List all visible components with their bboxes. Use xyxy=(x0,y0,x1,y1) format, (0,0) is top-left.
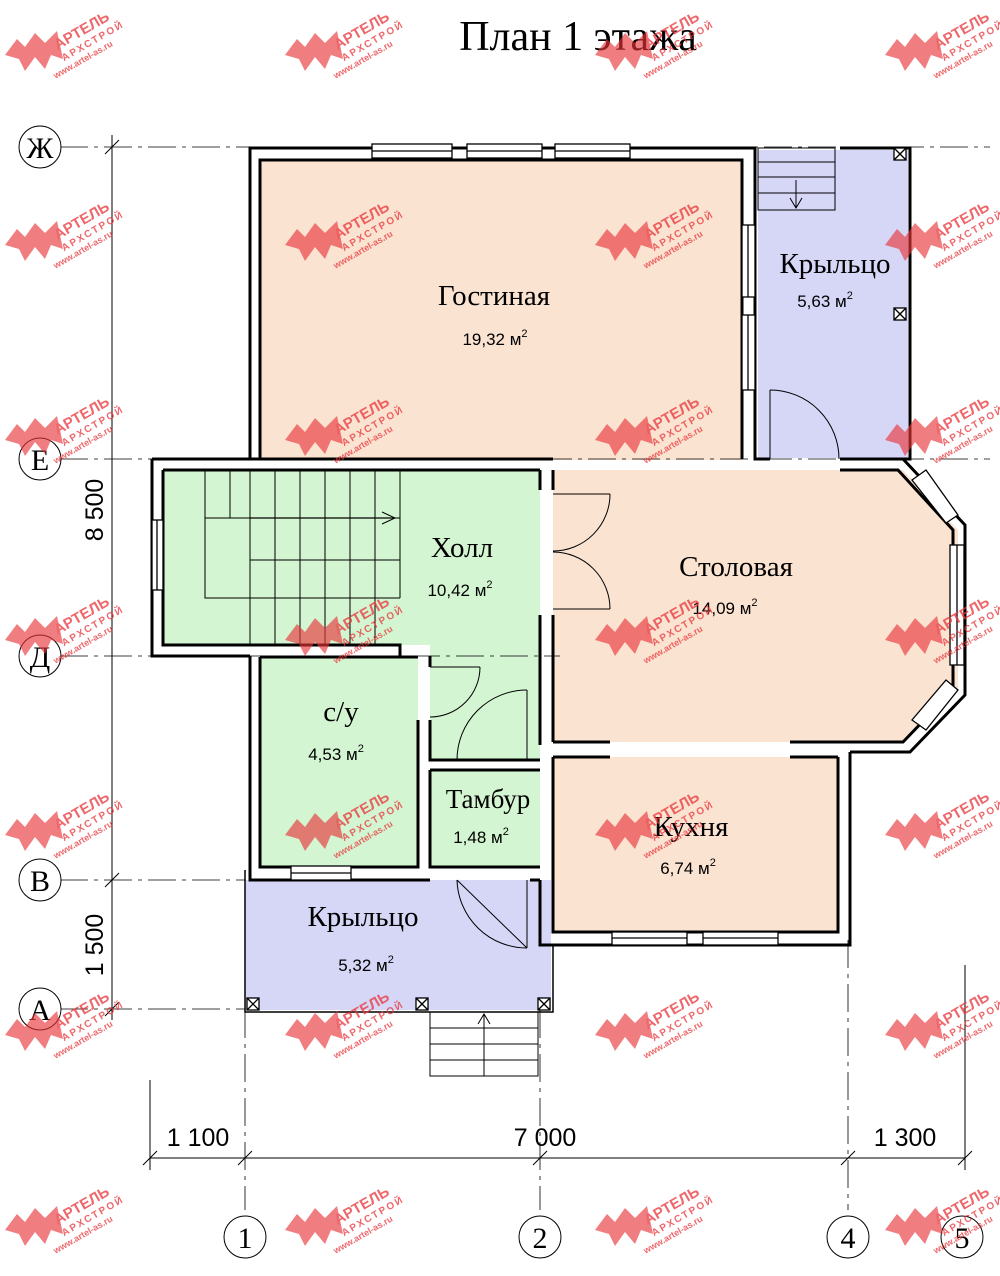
room-area-gostinaya: 19,32 м2 xyxy=(462,328,527,349)
dim-left-1500: 1 500 xyxy=(81,914,109,977)
axis-marker-4 xyxy=(826,1215,870,1259)
living-room-fill xyxy=(260,160,742,460)
porch-bottom-fill xyxy=(245,880,551,1010)
room-area-kuhnya: 6,74 м2 xyxy=(660,857,716,878)
axis-label-2: 2 xyxy=(533,1222,548,1255)
hall-lower-fill xyxy=(430,645,540,760)
axis-marker-1 xyxy=(223,1215,267,1259)
axis-label-4: 4 xyxy=(841,1222,856,1255)
room-area-holl: 10,42 м2 xyxy=(427,579,492,600)
dim-bottom-1100: 1 100 xyxy=(167,1124,230,1152)
room-name-krylco-top: Крыльцо xyxy=(779,248,890,280)
dim-bottom-7000: 7 000 xyxy=(514,1124,577,1152)
room-area-tambur: 1,48 м2 xyxy=(453,826,509,847)
room-name-krylco-bottom: Крыльцо xyxy=(307,901,418,933)
axis-label-v: В xyxy=(30,865,50,898)
axis-label-zh: Ж xyxy=(27,132,54,165)
axis-marker-v xyxy=(18,858,62,902)
axis-label-1: 1 xyxy=(238,1222,253,1255)
axis-marker-zh xyxy=(18,125,62,169)
room-name-gostinaya: Гостиная xyxy=(438,280,550,312)
kitchen-fill xyxy=(553,757,838,932)
dim-left-8500: 8 500 xyxy=(81,479,109,542)
axis-marker-2 xyxy=(518,1215,562,1259)
porch-posts xyxy=(246,147,907,1011)
room-name-holl: Холл xyxy=(431,532,493,564)
room-area-krylco-bottom: 5,32 м2 xyxy=(338,954,394,975)
room-area-su: 4,53 м2 xyxy=(308,743,364,764)
porch-top-fill xyxy=(758,150,908,458)
dim-bottom-1300: 1 300 xyxy=(874,1124,937,1152)
room-fills xyxy=(163,150,958,1010)
room-area-krylco-top: 5,63 м2 xyxy=(797,290,853,311)
doors xyxy=(429,389,840,949)
room-name-tambur: Тамбур xyxy=(446,784,531,814)
room-name-stolovaya: Столовая xyxy=(679,551,793,583)
tambour-fill xyxy=(430,770,540,867)
room-name-su: с/у xyxy=(323,696,359,728)
dining-fill xyxy=(553,470,958,742)
